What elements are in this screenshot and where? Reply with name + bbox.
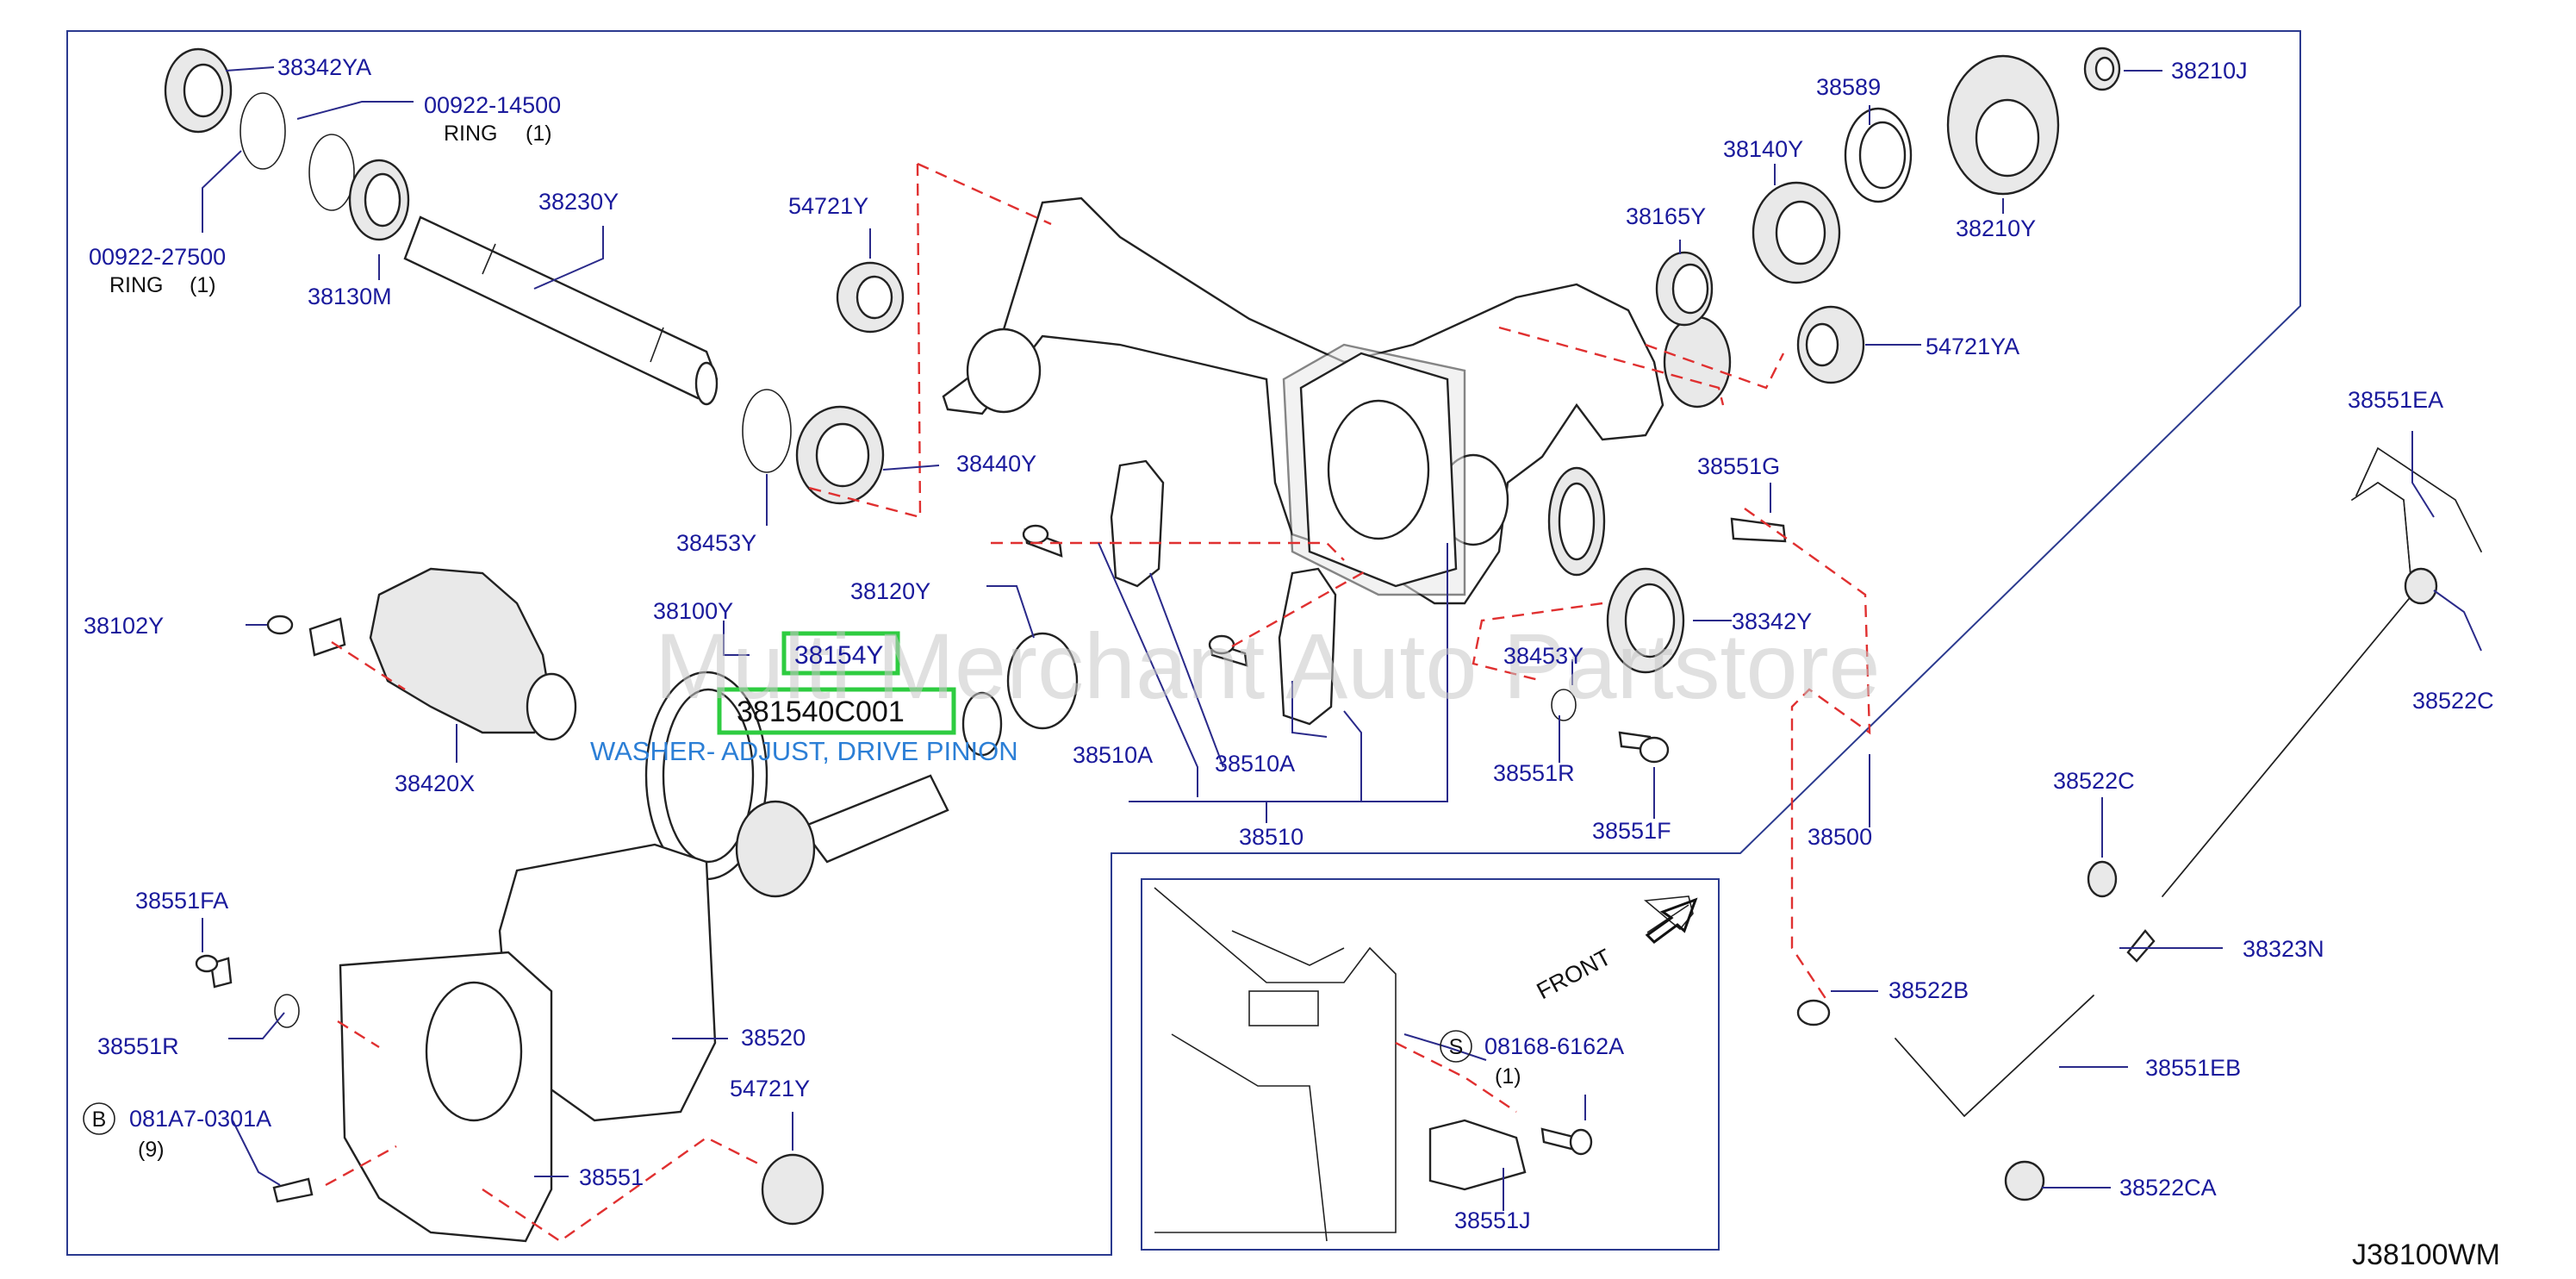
label-00922-27500[interactable]: 00922-27500 bbox=[89, 244, 226, 270]
diagram-frame bbox=[66, 30, 2301, 1256]
label-38510[interactable]: 38510 bbox=[1239, 824, 1304, 850]
highlight-part-number[interactable]: 38154Y bbox=[794, 641, 883, 670]
label-38589[interactable]: 38589 bbox=[1816, 74, 1881, 100]
label-38522c-a[interactable]: 38522C bbox=[2412, 688, 2494, 714]
vent-hose bbox=[1796, 446, 2482, 1201]
label-38120y[interactable]: 38120Y bbox=[850, 578, 930, 604]
highlight-box-part-number bbox=[781, 631, 900, 676]
label-38551r-b[interactable]: 38551R bbox=[97, 1033, 179, 1059]
label-38420x[interactable]: 38420X bbox=[395, 771, 475, 796]
bolt-s-circle bbox=[1440, 1030, 1472, 1063]
highlight-description: WASHER- ADJUST, DRIVE PINION bbox=[590, 736, 1018, 766]
label-qty-1: (1) bbox=[526, 122, 552, 146]
label-qty-s: (1) bbox=[1495, 1064, 1521, 1089]
label-54721ya[interactable]: 54721YA bbox=[1926, 334, 2019, 359]
label-00922-14500[interactable]: 00922-14500 bbox=[424, 92, 561, 118]
label-081a7-0301a[interactable]: 081A7-0301A bbox=[129, 1106, 271, 1132]
label-38453y-b[interactable]: 38453Y bbox=[1503, 643, 1584, 669]
label-38551[interactable]: 38551 bbox=[579, 1164, 644, 1190]
label-38500[interactable]: 38500 bbox=[1808, 824, 1872, 850]
bearing-caps bbox=[1022, 459, 1337, 726]
label-38522ca[interactable]: 38522CA bbox=[2119, 1175, 2217, 1201]
label-38551ea[interactable]: 38551EA bbox=[2348, 387, 2443, 413]
rear-cover bbox=[195, 843, 824, 1243]
label-54721y-top[interactable]: 54721Y bbox=[788, 193, 868, 219]
label-38522b[interactable]: 38522B bbox=[1888, 977, 1969, 1003]
label-38551g[interactable]: 38551G bbox=[1697, 453, 1780, 479]
label-ring-1: RING bbox=[444, 122, 498, 146]
right-side-parts bbox=[1655, 47, 2121, 543]
inset-frame bbox=[1141, 878, 1720, 1251]
label-38210y[interactable]: 38210Y bbox=[1956, 215, 2036, 241]
bolt-b-mark: B bbox=[92, 1107, 107, 1132]
label-38210j[interactable]: 38210J bbox=[2171, 58, 2248, 84]
label-38510a-a[interactable]: 38510A bbox=[1073, 742, 1153, 768]
front-label: FRONT bbox=[1533, 944, 1615, 1004]
label-08168-6162a[interactable]: 08168-6162A bbox=[1484, 1033, 1624, 1059]
label-qty-b: (9) bbox=[138, 1138, 165, 1162]
label-ring-2: RING bbox=[109, 273, 164, 297]
dashed-guides bbox=[325, 162, 1871, 1243]
label-38100y[interactable]: 38100Y bbox=[653, 598, 733, 624]
label-38551j[interactable]: 38551J bbox=[1454, 1207, 1531, 1233]
label-38520[interactable]: 38520 bbox=[741, 1025, 806, 1051]
label-54721y-bot[interactable]: 54721Y bbox=[730, 1076, 810, 1101]
label-38323n[interactable]: 38323N bbox=[2243, 936, 2324, 962]
label-38453y-a[interactable]: 38453Y bbox=[676, 530, 756, 556]
label-38551eb[interactable]: 38551EB bbox=[2145, 1055, 2241, 1081]
label-38140y[interactable]: 38140Y bbox=[1723, 136, 1803, 162]
diagram-code: J38100WM bbox=[2352, 1238, 2500, 1271]
label-38230y[interactable]: 38230Y bbox=[538, 189, 619, 215]
highlight-box-catalog-number bbox=[717, 687, 956, 735]
watermark: Multi Merchant Auto Partstore bbox=[655, 614, 1881, 718]
label-38165y[interactable]: 38165Y bbox=[1626, 203, 1706, 229]
front-arrow-icon bbox=[1645, 897, 1698, 944]
shaft-assembly bbox=[164, 47, 885, 505]
label-38342y[interactable]: 38342Y bbox=[1732, 608, 1812, 634]
differential bbox=[266, 567, 1079, 898]
label-qty-2: (1) bbox=[190, 273, 216, 297]
label-38551f[interactable]: 38551F bbox=[1592, 818, 1671, 844]
label-38102y[interactable]: 38102Y bbox=[84, 613, 164, 639]
inset-frame-detail bbox=[1154, 887, 1694, 1242]
label-38510a-b[interactable]: 38510A bbox=[1215, 751, 1295, 777]
label-38522c-b[interactable]: 38522C bbox=[2053, 768, 2135, 794]
label-38342ya[interactable]: 38342YA bbox=[277, 54, 371, 80]
bolt-s-mark: S bbox=[1449, 1035, 1464, 1059]
label-38440y[interactable]: 38440Y bbox=[956, 451, 1036, 477]
axle-housing bbox=[836, 197, 1732, 605]
highlight-catalog-number[interactable]: 381540C001 bbox=[737, 696, 905, 728]
bolt-b-circle bbox=[83, 1102, 115, 1135]
label-38551r-a[interactable]: 38551R bbox=[1493, 760, 1575, 786]
label-38130m[interactable]: 38130M bbox=[308, 284, 392, 309]
label-38551fa[interactable]: 38551FA bbox=[135, 888, 228, 914]
leader-lines bbox=[202, 66, 2482, 1211]
